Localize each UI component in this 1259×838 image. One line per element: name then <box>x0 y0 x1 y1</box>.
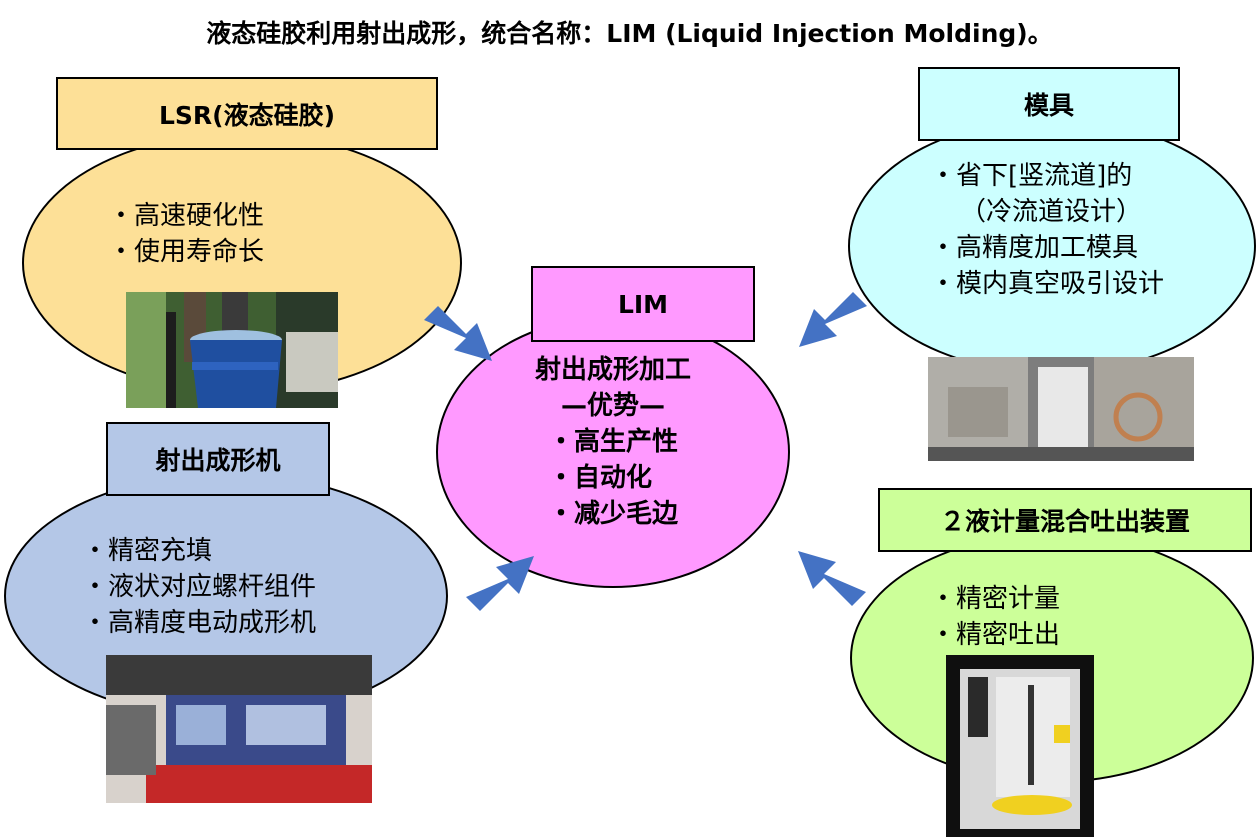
arrow-lsr-to-center <box>424 306 492 361</box>
center-list: 射出成形加工 —优势— <box>436 352 790 424</box>
center-subheading: —优势— <box>560 391 665 421</box>
lsr-label: LSR(液态硅胶) <box>56 77 438 150</box>
list-item: ・精密计量 <box>930 584 1061 614</box>
list-item: ・高精度加工模具 <box>930 233 1139 263</box>
page-title: 液态硅胶利用射出成形，统合名称：LIM (Liquid Injection Mo… <box>206 19 1053 48</box>
list-item: ・高速硬化性 <box>108 201 265 231</box>
meter-label: ２液计量混合吐出装置 <box>878 488 1252 552</box>
lsr-list: ・高速硬化性 ・使用寿命长 <box>108 198 264 270</box>
machine-label: 射出成形机 <box>106 422 330 496</box>
list-item: ・省下[竖流道]的 <box>930 161 1133 191</box>
arrow-meter-to-center <box>798 551 866 606</box>
list-item: ・高生产性 <box>548 427 679 457</box>
meter-photo <box>946 655 1094 837</box>
list-item: ・高精度电动成形机 <box>82 608 317 638</box>
list-item: ・自动化 <box>548 463 653 493</box>
list-item: ・使用寿命长 <box>108 237 265 267</box>
mold-ellipse <box>848 118 1256 374</box>
center-label: LIM <box>531 266 755 342</box>
list-item: ・精密充填 <box>82 536 213 566</box>
machine-list: ・精密充填 ・液状对应螺杆组件 ・高精度电动成形机 <box>82 533 316 641</box>
list-item: ・减少毛边 <box>548 499 679 529</box>
mold-list: ・省下[竖流道]的 （冷流道设计） ・高精度加工模具 ・模内真空吸引设计 <box>930 158 1164 302</box>
center-heading: 射出成形加工 <box>534 355 691 385</box>
lsr-photo <box>126 292 338 408</box>
list-item: ・精密吐出 <box>930 620 1061 650</box>
mold-photo <box>928 357 1194 461</box>
list-item: ・液状对应螺杆组件 <box>82 572 317 602</box>
list-item: （冷流道设计） <box>960 197 1143 227</box>
arrow-mold-to-center <box>799 292 867 347</box>
machine-photo <box>106 655 372 803</box>
arrow-machine-to-center <box>466 556 534 611</box>
center-advantages: ・高生产性 ・自动化 ・减少毛边 <box>548 424 678 532</box>
list-item: ・模内真空吸引设计 <box>930 269 1165 299</box>
center-ellipse <box>436 316 790 588</box>
meter-list: ・精密计量 ・精密吐出 <box>930 581 1060 653</box>
mold-label: 模具 <box>918 67 1180 141</box>
